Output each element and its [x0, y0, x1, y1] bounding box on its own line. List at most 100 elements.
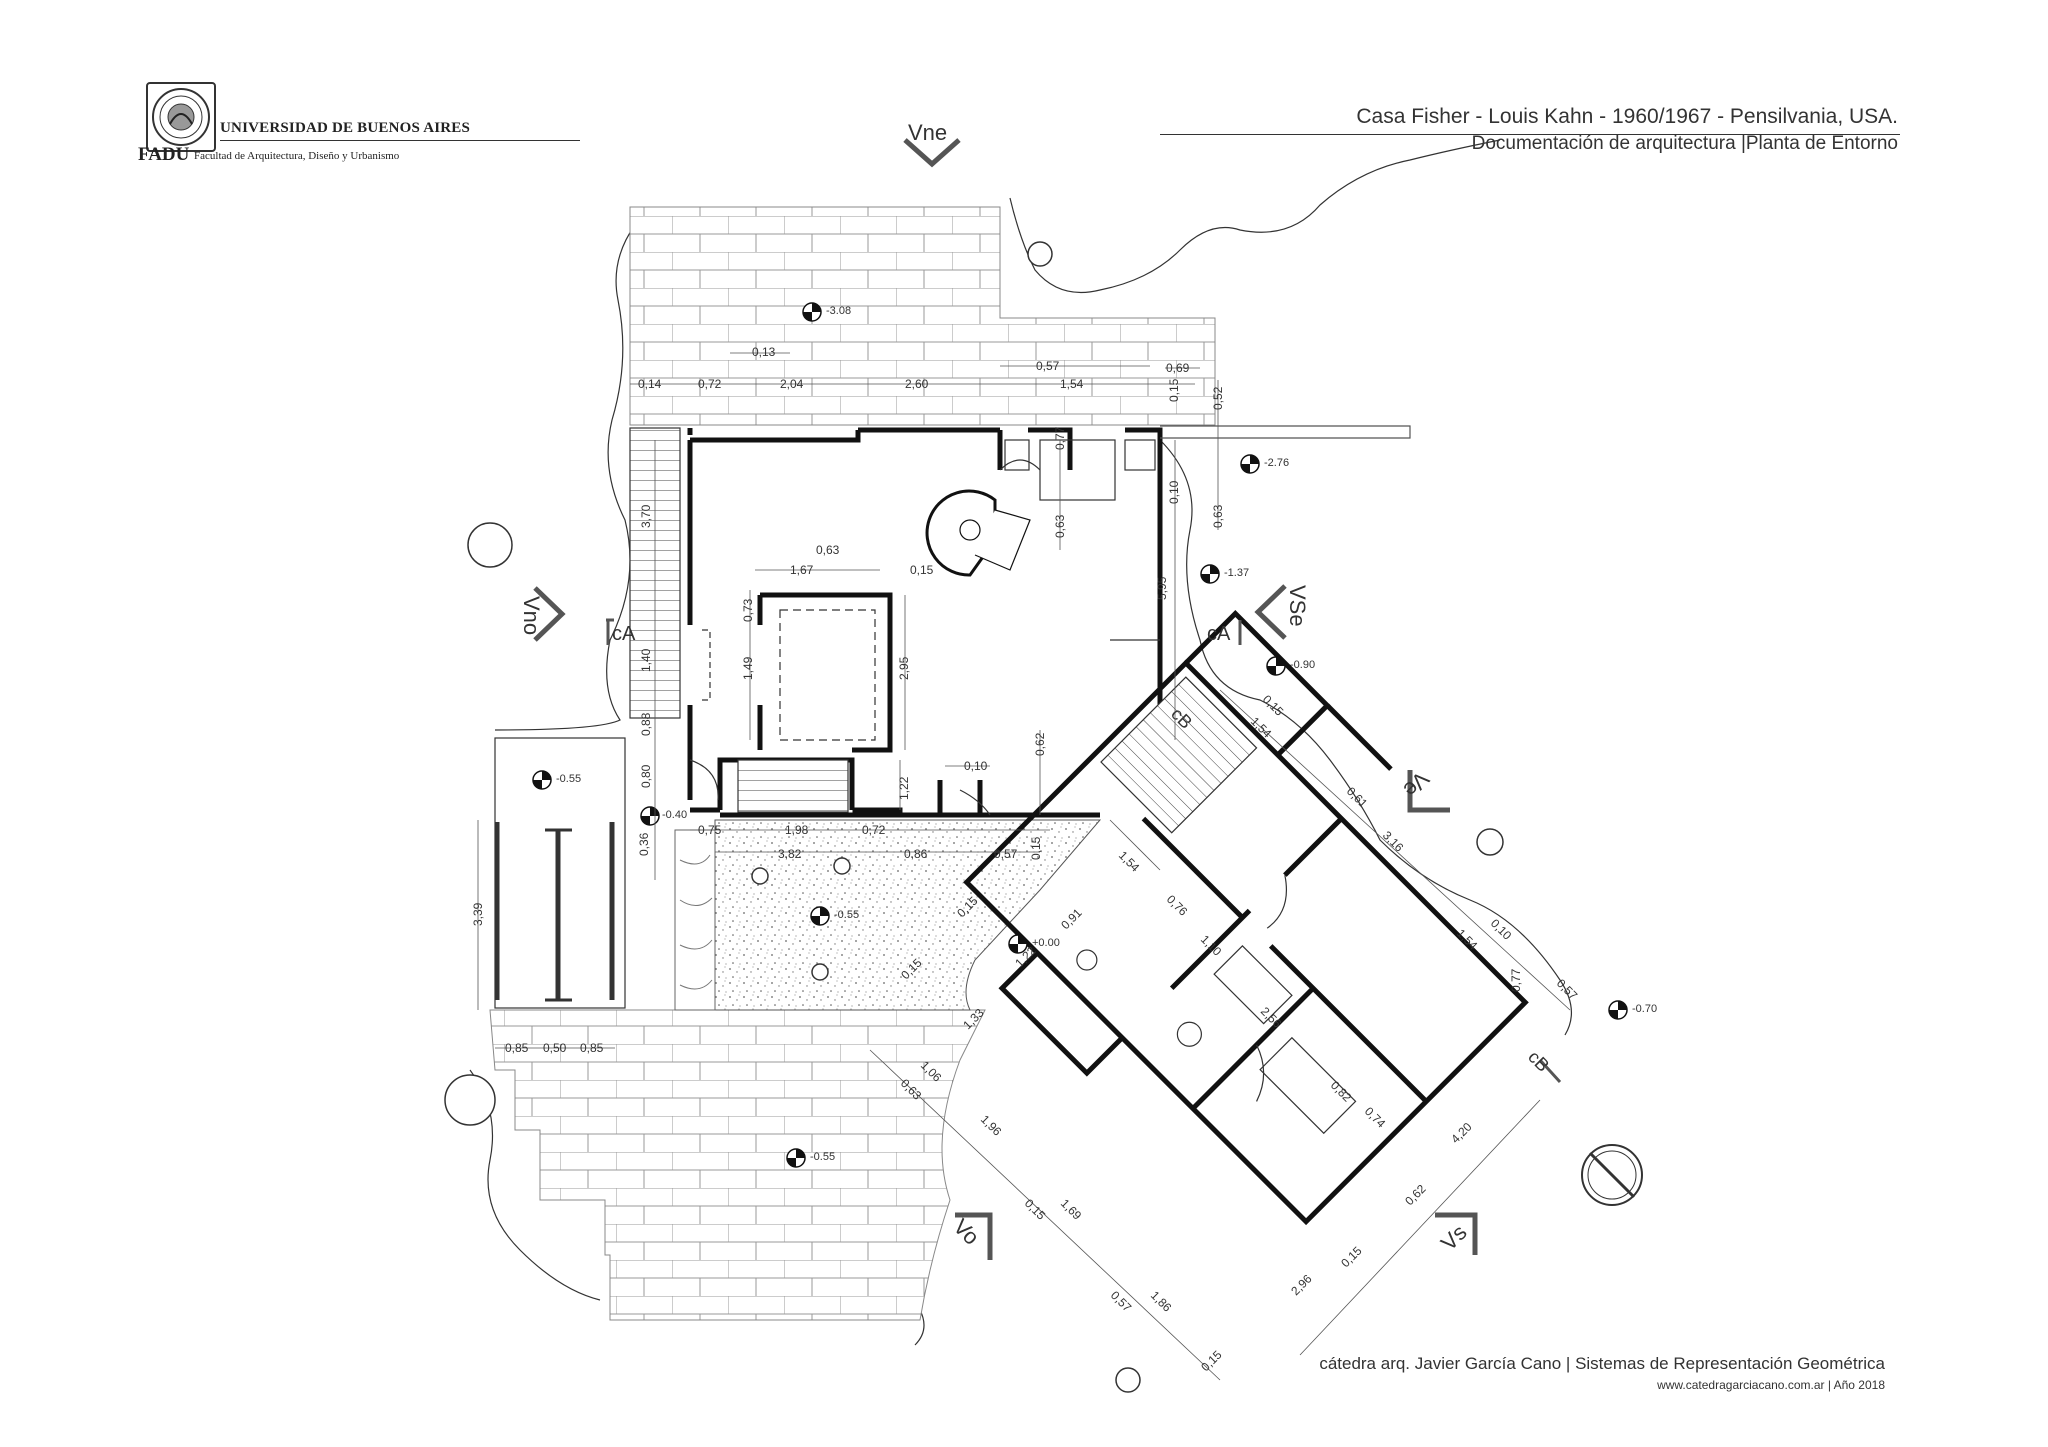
- svg-text:-0.70: -0.70: [1632, 1003, 1657, 1015]
- retaining-wall: [1160, 425, 1411, 439]
- dim-label: 0,80: [639, 764, 653, 788]
- view-marker-ve: Ve: [1398, 766, 1450, 813]
- dim-label: 4,20: [1448, 1119, 1475, 1146]
- svg-text:+0.00: +0.00: [1032, 937, 1060, 949]
- dim-label: 0,15: [1022, 1196, 1049, 1223]
- dim-label: 0,57: [1108, 1288, 1135, 1315]
- university-header: UNIVERSIDAD DE BUENOS AIRES FADU Faculta…: [138, 78, 580, 168]
- svg-text:Vo: Vo: [948, 1214, 984, 1250]
- svg-text:Vno: Vno: [519, 596, 544, 635]
- tree-4: [444, 1074, 496, 1126]
- section-marker-ca-left: cA: [606, 618, 636, 645]
- footer-credits: cátedra arq. Javier García Cano | Sistem…: [1319, 1352, 1885, 1394]
- dim-label: 0,63: [1211, 504, 1225, 528]
- dim-label: 0,76: [1164, 892, 1191, 919]
- dim-label: 1,69: [1058, 1196, 1085, 1223]
- view-marker-vs: Vs: [1435, 1212, 1478, 1256]
- bedroom-wing: [963, 609, 1529, 1226]
- university-name: UNIVERSIDAD DE BUENOS AIRES: [220, 120, 471, 136]
- view-marker-vo: Vo: [948, 1212, 993, 1260]
- dim-label: 0,52: [1211, 386, 1225, 410]
- dim-label: 0,75: [698, 823, 722, 837]
- svg-text:cA: cA: [612, 623, 636, 645]
- dim-label: 0,50: [543, 1041, 567, 1055]
- dimension-lines: [477, 352, 1571, 1381]
- dim-label: 0,15: [1198, 1347, 1225, 1374]
- dim-label: 0,77: [1509, 968, 1523, 992]
- tree-5: [1115, 1367, 1141, 1393]
- view-marker-vne: Vne: [903, 120, 961, 168]
- svg-text:-0.55: -0.55: [810, 1151, 835, 1163]
- dim-label: 1,49: [741, 656, 755, 680]
- contour-right: [1159, 439, 1572, 1036]
- dim-label: 1,54: [1454, 926, 1481, 953]
- dim-label: 0,85: [505, 1041, 529, 1055]
- svg-text:-1.37: -1.37: [1224, 567, 1249, 579]
- svg-text:Vs: Vs: [1436, 1220, 1472, 1256]
- faculty-short: FADU: [138, 144, 190, 165]
- section-marker-ca-right: cA: [1207, 620, 1242, 645]
- tree-1: [1027, 241, 1053, 267]
- dim-label: 0,13: [752, 345, 776, 359]
- contour-top-right: [1009, 139, 1501, 294]
- dim-label: 1,98: [785, 823, 809, 837]
- dim-label: 0,15: [1029, 836, 1043, 860]
- svg-text:cA: cA: [1207, 623, 1231, 645]
- dim-label: 1,96: [978, 1112, 1005, 1139]
- dim-label: 0,62: [1033, 732, 1047, 756]
- dim-label: 2,56: [1258, 1004, 1285, 1031]
- level-marker: -3.08: [802, 302, 851, 322]
- dim-label: 0,91: [1058, 905, 1085, 932]
- drawing-title: Casa Fisher - Louis Kahn - 1960/1967 - P…: [1356, 105, 1898, 128]
- header-rule-right: [1160, 134, 1900, 135]
- tree-3: [1476, 828, 1504, 856]
- site-trees: [444, 241, 1504, 1393]
- level-marker: -0.90: [1266, 656, 1315, 676]
- dim-label: 0,62: [1402, 1181, 1429, 1208]
- dim-label: 3,70: [639, 504, 653, 528]
- section-marker-cb-bottom: cB: [1524, 1047, 1562, 1084]
- footer-credit: cátedra arq. Javier García Cano | Sistem…: [1319, 1354, 1885, 1373]
- dim-label: 0,73: [741, 598, 755, 622]
- dim-label: 0,10: [964, 759, 988, 773]
- dim-label: 1,54: [1116, 848, 1143, 875]
- dim-label: 2,96: [1288, 1271, 1315, 1298]
- dim-label: 3,82: [778, 847, 802, 861]
- dim-label: 2,04: [780, 377, 804, 391]
- contour-left: [494, 224, 636, 731]
- footer-web: www.catedragarciacano.com.ar | Año 2018: [1657, 1378, 1885, 1392]
- fireplace: [925, 489, 1031, 577]
- dim-label: 2,60: [905, 377, 929, 391]
- dim-label: 0,82: [1328, 1078, 1355, 1105]
- dim-label: 1,67: [790, 563, 814, 577]
- dim-label: 0,77: [1053, 426, 1067, 450]
- svg-text:-0.55: -0.55: [556, 773, 581, 785]
- dim-label: 0,14: [638, 377, 662, 391]
- dim-label: 0,36: [637, 832, 651, 856]
- gravel-patio: [674, 819, 1102, 1011]
- header-rule-left: [220, 140, 580, 141]
- dim-label: 0,15: [1338, 1243, 1365, 1270]
- level-marker: +0.00: [1008, 934, 1060, 954]
- dim-label: 1,54: [1060, 377, 1084, 391]
- brick-terrace-bottom: [489, 1009, 986, 1321]
- patio-tree-1: [751, 867, 769, 885]
- dim-label: 0,63: [1053, 514, 1067, 538]
- svg-text:-3.08: -3.08: [826, 305, 851, 317]
- svg-text:VSe: VSe: [1285, 585, 1310, 627]
- level-marker: -1.37: [1200, 564, 1249, 584]
- patio-tree-3: [811, 963, 829, 981]
- brick-terrace-top: [629, 206, 1216, 426]
- dim-label: 1,40: [639, 648, 653, 672]
- patio-tree-2: [833, 857, 851, 875]
- svg-text:Vne: Vne: [908, 120, 947, 145]
- level-marker: -0.55: [532, 770, 581, 790]
- dim-label: 3,39: [471, 902, 485, 926]
- level-marker: -0.55: [810, 906, 859, 926]
- tree-2: [467, 522, 513, 568]
- dim-label: 0,72: [698, 377, 722, 391]
- drawing-subtitle: Documentación de arquitectura |Planta de…: [1471, 133, 1898, 154]
- dim-label: 0,15: [1260, 692, 1287, 719]
- dim-label: 1,86: [1148, 1288, 1175, 1315]
